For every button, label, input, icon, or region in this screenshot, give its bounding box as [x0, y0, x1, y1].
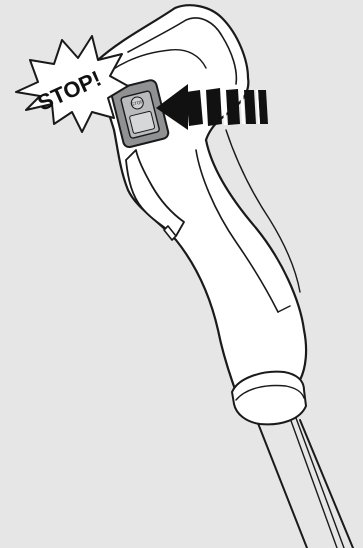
- shaft: [252, 408, 353, 548]
- handle-body: [98, 5, 306, 424]
